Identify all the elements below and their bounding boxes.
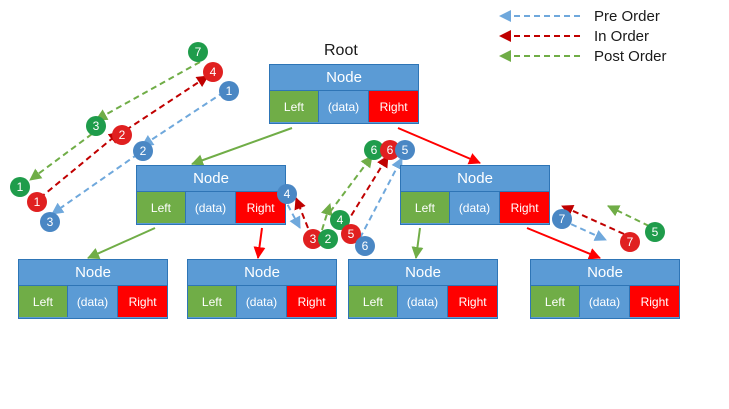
node-data-cell[interactable]: (data) bbox=[449, 192, 501, 223]
node-right-cell[interactable]: Right bbox=[630, 286, 679, 317]
node-header: Node bbox=[401, 166, 549, 192]
node-data-cell[interactable]: (data) bbox=[318, 91, 370, 122]
step-badge-in-7: 7 bbox=[620, 232, 640, 252]
node-cells: Left (data) Right bbox=[531, 286, 679, 317]
step-badge-pre-5: 5 bbox=[395, 140, 415, 160]
legend-item-post-order: Post Order bbox=[496, 46, 726, 66]
step-badge-pre-6: 6 bbox=[355, 236, 375, 256]
leaf-node-1[interactable]: Node Left (data) Right bbox=[18, 259, 168, 319]
step-badge-in-2: 2 bbox=[112, 125, 132, 145]
node-left-cell[interactable]: Left bbox=[270, 91, 319, 122]
step-badge-pre-2: 2 bbox=[133, 141, 153, 161]
legend-item-in-order: In Order bbox=[496, 26, 726, 46]
node-data-cell[interactable]: (data) bbox=[236, 286, 288, 317]
step-badge-post-6: 6 bbox=[364, 140, 384, 160]
step-badge-post-5: 5 bbox=[645, 222, 665, 242]
legend-item-pre-order: Pre Order bbox=[496, 6, 726, 26]
step-badge-post-1: 1 bbox=[10, 177, 30, 197]
step-badge-post-3: 3 bbox=[86, 116, 106, 136]
step-badge-pre-7: 7 bbox=[552, 209, 572, 229]
node-header: Node bbox=[531, 260, 679, 286]
node-data-cell[interactable]: (data) bbox=[397, 286, 449, 317]
node-right-cell[interactable]: Right bbox=[236, 192, 285, 223]
node-right-cell[interactable]: Right bbox=[448, 286, 497, 317]
node-data-cell[interactable]: (data) bbox=[579, 286, 631, 317]
node-data-cell[interactable]: (data) bbox=[67, 286, 119, 317]
root-label: Root bbox=[324, 42, 358, 59]
node-header: Node bbox=[349, 260, 497, 286]
node-left-cell[interactable]: Left bbox=[188, 286, 237, 317]
step-badge-in-4: 4 bbox=[203, 62, 223, 82]
node-header: Node bbox=[270, 65, 418, 91]
step-badge-post-2: 2 bbox=[318, 229, 338, 249]
node-header: Node bbox=[188, 260, 336, 286]
left-child-node[interactable]: Node Left (data) Right bbox=[136, 165, 286, 225]
node-left-cell[interactable]: Left bbox=[137, 192, 186, 223]
legend-label-in-order: In Order bbox=[594, 27, 650, 45]
leaf-node-2[interactable]: Node Left (data) Right bbox=[187, 259, 337, 319]
legend-label-pre-order: Pre Order bbox=[594, 7, 660, 25]
node-cells: Left (data) Right bbox=[401, 192, 549, 223]
pre-order-line-swatch bbox=[496, 9, 582, 23]
right-child-node[interactable]: Node Left (data) Right bbox=[400, 165, 550, 225]
step-badge-pre-1: 1 bbox=[219, 81, 239, 101]
step-badge-pre-3: 3 bbox=[40, 212, 60, 232]
node-right-cell[interactable]: Right bbox=[500, 192, 549, 223]
node-cells: Left (data) Right bbox=[137, 192, 285, 223]
step-badge-pre-4: 4 bbox=[277, 184, 297, 204]
node-cells: Left (data) Right bbox=[188, 286, 336, 317]
post-order-line-swatch bbox=[496, 49, 582, 63]
node-left-cell[interactable]: Left bbox=[531, 286, 580, 317]
node-right-cell[interactable]: Right bbox=[287, 286, 336, 317]
node-right-cell[interactable]: Right bbox=[118, 286, 167, 317]
in-order-line-swatch bbox=[496, 29, 582, 43]
node-header: Node bbox=[19, 260, 167, 286]
node-left-cell[interactable]: Left bbox=[349, 286, 398, 317]
leaf-node-3[interactable]: Node Left (data) Right bbox=[348, 259, 498, 319]
leaf-node-4[interactable]: Node Left (data) Right bbox=[530, 259, 680, 319]
node-header: Node bbox=[137, 166, 285, 192]
root-node[interactable]: Node Left (data) Right bbox=[269, 64, 419, 124]
node-right-cell[interactable]: Right bbox=[369, 91, 418, 122]
node-left-cell[interactable]: Left bbox=[19, 286, 68, 317]
node-cells: Left (data) Right bbox=[270, 91, 418, 122]
node-data-cell[interactable]: (data) bbox=[185, 192, 237, 223]
node-cells: Left (data) Right bbox=[349, 286, 497, 317]
legend: Pre Order In Order bbox=[496, 6, 726, 66]
step-badge-in-1: 1 bbox=[27, 192, 47, 212]
legend-label-post-order: Post Order bbox=[594, 47, 667, 65]
node-left-cell[interactable]: Left bbox=[401, 192, 450, 223]
node-cells: Left (data) Right bbox=[19, 286, 167, 317]
step-badge-post-7: 7 bbox=[188, 42, 208, 62]
